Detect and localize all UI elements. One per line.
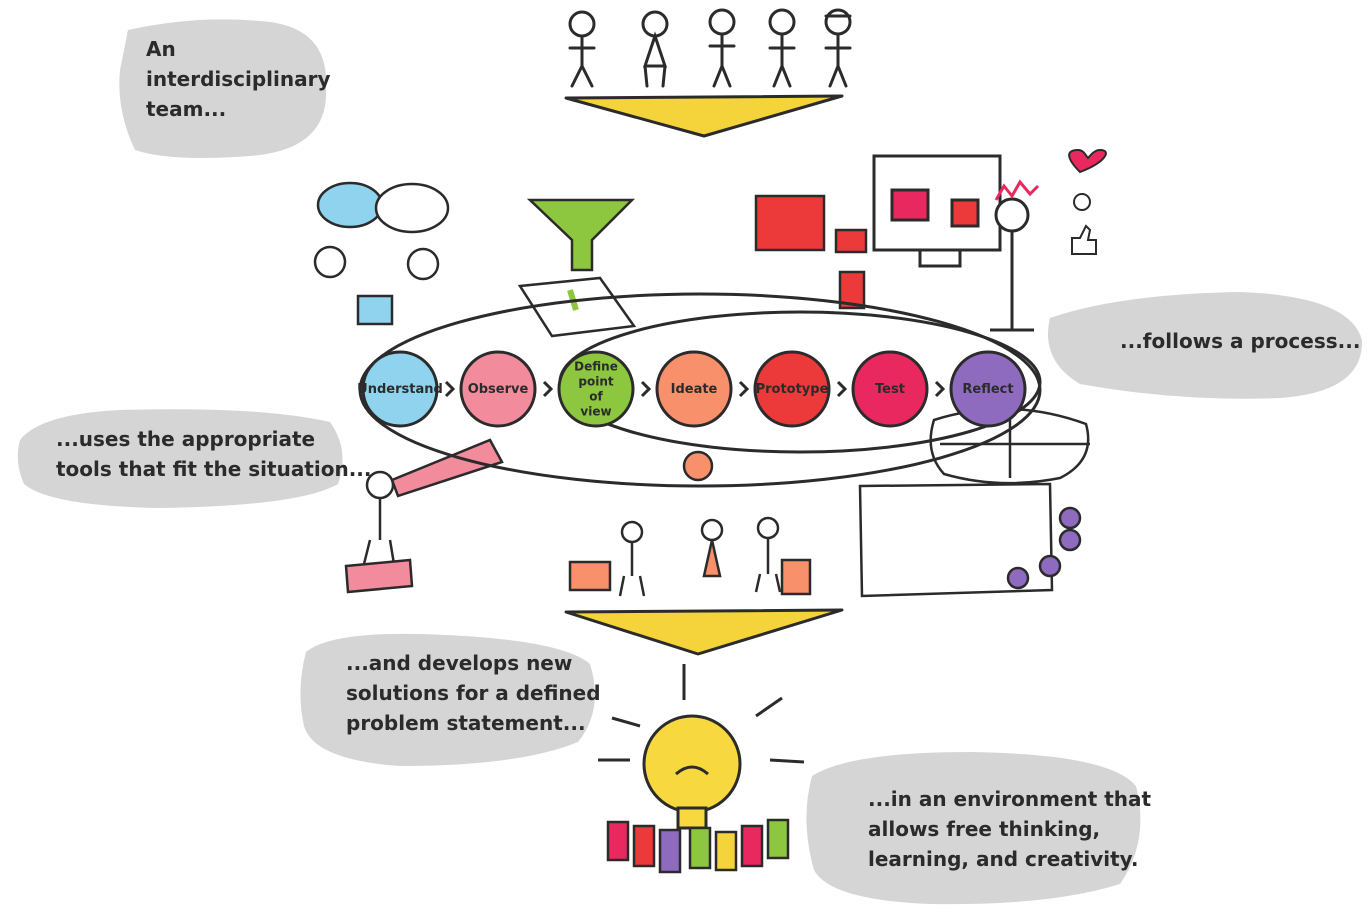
process-bubble <box>1048 292 1363 399</box>
bottom-funnel <box>564 608 844 656</box>
team-member-figure <box>568 10 596 88</box>
process-step-label: Observe <box>468 382 529 397</box>
thumbs-up-icon <box>1071 224 1097 255</box>
process-step-prototype: Prototype <box>753 350 831 428</box>
conversation-icon <box>313 181 450 326</box>
process-step-test: Test <box>851 350 929 428</box>
process-step-understand: Understand <box>357 350 443 428</box>
process-step-circle <box>753 350 831 428</box>
crowd-figures <box>606 818 790 874</box>
process-step-circle <box>459 350 537 428</box>
team-caption: An interdisciplinary team... <box>146 37 331 121</box>
process-step-label: Test <box>875 382 905 397</box>
ideation-group <box>568 450 812 597</box>
tools-bubble <box>17 409 343 508</box>
process-step-circle <box>361 350 439 428</box>
solution-lightbulb <box>598 664 805 830</box>
team-figures <box>568 8 852 88</box>
chevron-right-icon <box>934 380 946 398</box>
environment-caption: ...in an environment that allows free th… <box>868 787 1152 871</box>
process-step-reflect: Reflect <box>949 350 1027 428</box>
process-step-label: Understand <box>357 382 443 397</box>
lightbulb-icon <box>1073 193 1091 211</box>
chevron-right-icon <box>444 380 456 398</box>
team-member-figure <box>708 8 736 88</box>
bulb-rays <box>598 664 805 764</box>
chevron-right-icon <box>836 380 848 398</box>
solutions-bubble <box>300 633 595 766</box>
team-member-figure <box>641 10 669 88</box>
computer-screen-icon <box>872 154 1040 332</box>
whiteboard-icon <box>858 407 1090 598</box>
environment-bubble <box>806 752 1141 905</box>
process-step-observe: Observe <box>459 350 537 428</box>
chevron-right-icon <box>542 380 554 398</box>
tools-caption: ...uses the appropriate tools that fit t… <box>56 427 372 481</box>
process-caption: ...follows a process... <box>1120 329 1361 353</box>
chevron-right-icon <box>738 380 750 398</box>
team-member-figure <box>824 8 852 88</box>
heart-icon <box>1068 148 1107 174</box>
process-step-label: Prototype <box>756 382 829 397</box>
telescope-figure <box>344 438 504 594</box>
feedback-icons <box>1068 148 1107 255</box>
team-bubble <box>119 19 327 159</box>
process-step-circle <box>557 350 635 428</box>
process-step-label: Ideate <box>671 382 718 397</box>
process-step-label: Reflect <box>962 382 1013 397</box>
green-funnel-icon <box>517 198 637 338</box>
chevron-right-icon <box>640 380 652 398</box>
toolbox-icon <box>754 194 868 310</box>
process-step-circle <box>655 350 733 428</box>
solutions-caption: ...and develops new solutions for a defi… <box>346 651 601 735</box>
process-step-ideate: Ideate <box>655 350 733 428</box>
team-member-figure <box>768 8 796 88</box>
process-step-circle <box>949 350 1027 428</box>
top-funnel <box>564 94 844 138</box>
process-step-circle <box>851 350 929 428</box>
